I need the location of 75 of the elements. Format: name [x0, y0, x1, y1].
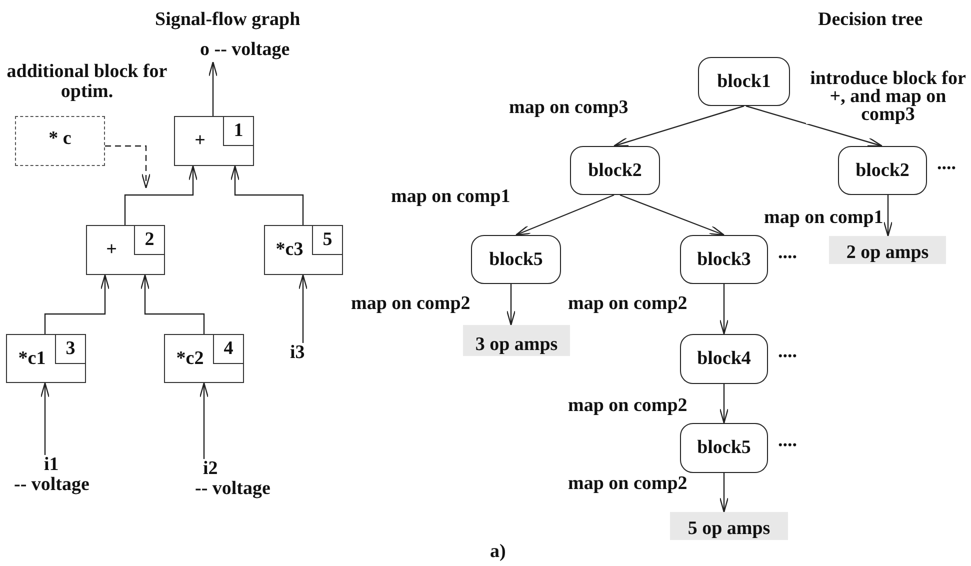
- arrow: [40, 382, 50, 455]
- arrow: [746, 105, 883, 147]
- decision-node: [680, 235, 768, 284]
- signal-label: -- voltage: [14, 474, 90, 495]
- arrow: [506, 284, 516, 326]
- block-index: 5: [312, 226, 342, 255]
- arrow: [719, 284, 729, 335]
- node-label: 5 op amps: [688, 519, 770, 539]
- edge-label: map on comp2: [568, 294, 688, 313]
- node-label: block4: [697, 349, 751, 369]
- dashed-arrow: [105, 145, 151, 189]
- operation-label: +: [105, 239, 118, 261]
- operation-label: *c1: [17, 348, 47, 370]
- edge-label: map on comp2: [568, 396, 688, 415]
- node-label: block3: [697, 250, 751, 270]
- block-box: [6, 334, 86, 383]
- arrow: [140, 274, 205, 334]
- signal-label: i1: [44, 454, 59, 475]
- block-index: 2: [134, 226, 164, 255]
- decision-node: [838, 146, 927, 195]
- arrow: [719, 384, 729, 424]
- block-index: 4: [213, 335, 243, 364]
- continuation-mark: ....: [778, 431, 797, 451]
- section-heading: Signal-flow graph: [155, 10, 300, 30]
- annotation-heading: additional block for optim.: [6, 62, 168, 102]
- arrow: [620, 194, 725, 236]
- continuation-mark: ....: [937, 154, 956, 174]
- operation-label: *c3: [274, 239, 304, 261]
- arrow: [230, 165, 304, 225]
- decision-node: [570, 146, 660, 195]
- block-box: [264, 225, 343, 275]
- edge-label: map on comp3: [509, 98, 628, 117]
- section-heading: Decision tree: [818, 10, 923, 30]
- node-label: block5: [489, 250, 543, 270]
- continuation-mark: ....: [778, 342, 797, 362]
- signal-label: i3: [290, 342, 305, 363]
- edge-label: map on comp1: [391, 187, 510, 206]
- arrow: [298, 274, 308, 343]
- block-box: [86, 225, 165, 275]
- signal-label: o -- voltage: [200, 39, 290, 60]
- block-box: [164, 334, 244, 383]
- arrow: [199, 382, 209, 459]
- signal-label: -- voltage: [195, 478, 270, 499]
- arrow: [44, 274, 110, 334]
- arrow: [515, 194, 614, 236]
- node-label: 3 op amps: [475, 335, 558, 355]
- operation-label: +: [194, 130, 206, 152]
- decision-node: [680, 334, 768, 384]
- node-label: block2: [588, 160, 642, 180]
- edge-label: map on comp1: [764, 208, 884, 227]
- result-box: [670, 512, 788, 540]
- operation-label: *c2: [175, 348, 205, 370]
- result-box: [463, 325, 570, 356]
- arrow: [208, 61, 218, 116]
- arrow: [883, 195, 893, 237]
- caption: a): [490, 542, 506, 562]
- decision-node: [471, 235, 561, 284]
- node-label: 2 op amps: [846, 243, 929, 263]
- decision-node: [680, 423, 768, 473]
- continuation-mark: ....: [778, 243, 797, 263]
- block-index: 3: [55, 335, 85, 364]
- arrow: [613, 105, 744, 147]
- node-label: block1: [717, 72, 771, 92]
- operation-label: * c: [48, 129, 72, 149]
- arrow: [124, 165, 198, 225]
- edge-label: map on comp2: [568, 474, 688, 493]
- block-index: 1: [223, 117, 253, 146]
- block-box: [174, 116, 254, 166]
- edge-label: map on comp2: [351, 294, 470, 313]
- node-label: block2: [856, 160, 910, 180]
- result-box: [829, 236, 946, 264]
- signal-label: i2: [203, 458, 218, 479]
- arrow: [719, 473, 729, 513]
- decision-node: [698, 57, 790, 106]
- node-label: block5: [697, 438, 751, 458]
